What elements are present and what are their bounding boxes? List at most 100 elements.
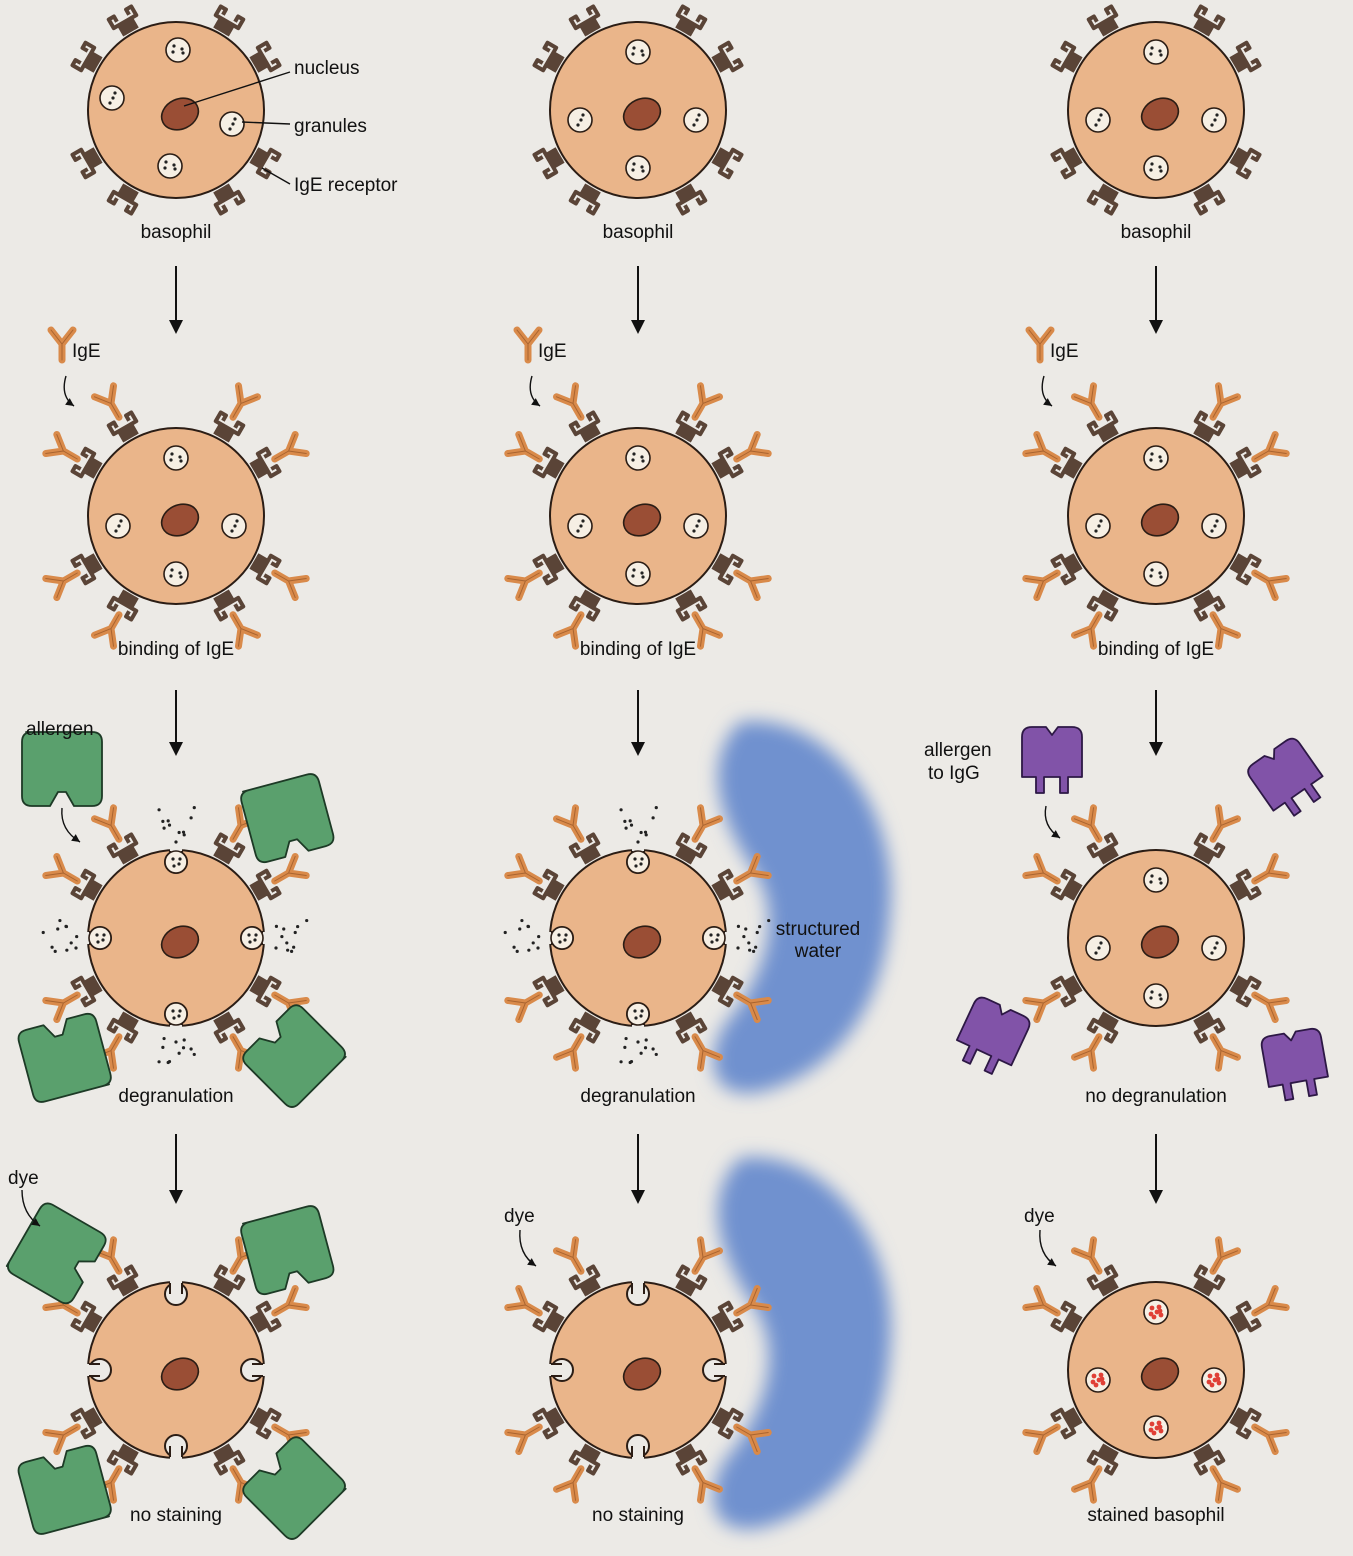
stage-label: basophil xyxy=(141,222,212,243)
granule xyxy=(106,514,130,538)
released-granule-dot xyxy=(294,931,297,934)
released-granule-dot xyxy=(189,816,192,819)
granule xyxy=(164,446,188,470)
released-granule-dot xyxy=(161,820,164,823)
ige-receptor-label: IgE receptor xyxy=(294,175,398,196)
released-granule-dot xyxy=(274,946,277,949)
granule xyxy=(684,108,708,132)
released-granule-dot xyxy=(74,946,77,949)
stage-label: basophil xyxy=(1121,222,1192,243)
stage-label: binding of IgE xyxy=(1098,639,1214,660)
granule xyxy=(626,156,650,180)
released-granule-dot xyxy=(65,925,68,928)
released-granule-dot xyxy=(174,1040,177,1043)
released-granule-dot xyxy=(636,840,639,843)
released-granule-dot xyxy=(655,1053,658,1056)
released-granule-dot xyxy=(644,1046,647,1049)
released-granule-dot xyxy=(162,827,165,830)
granule xyxy=(1144,984,1168,1008)
stage-label: stained basophil xyxy=(1087,1505,1224,1526)
released-granule-dot xyxy=(619,1060,622,1063)
released-granule-dot xyxy=(640,831,643,834)
granule xyxy=(220,112,244,136)
released-granule-dot xyxy=(290,950,293,953)
granule xyxy=(1144,868,1168,892)
released-granule-dot xyxy=(520,919,523,922)
granule xyxy=(158,154,182,178)
granule xyxy=(100,86,124,110)
ige-label-col1: IgE xyxy=(72,341,101,362)
released-granule-dot xyxy=(504,931,507,934)
released-granule-dot xyxy=(65,949,68,952)
released-granule-dot xyxy=(162,1037,165,1040)
released-granule-dot xyxy=(286,949,289,952)
released-granule-dot xyxy=(50,946,53,949)
released-granule-dot xyxy=(75,935,78,938)
granule xyxy=(222,514,246,538)
granule xyxy=(164,562,188,586)
stage-label: binding of IgE xyxy=(580,639,696,660)
released-granule-dot xyxy=(737,925,740,928)
released-granule-dot xyxy=(532,941,535,944)
dye-label-col2: dye xyxy=(504,1206,535,1227)
released-granule-dot xyxy=(292,946,295,949)
released-granule-dot xyxy=(624,827,627,830)
granule xyxy=(626,446,650,470)
dye-label-col3: dye xyxy=(1024,1206,1055,1227)
released-granule-dot xyxy=(527,949,530,952)
released-granule-dot xyxy=(624,1037,627,1040)
granule xyxy=(568,514,592,538)
structured-water-label-line1: structured xyxy=(776,919,860,940)
stage-label: degranulation xyxy=(580,1086,695,1107)
stage-label: no staining xyxy=(592,1505,684,1526)
released-granule-dot xyxy=(167,819,170,822)
released-granule-dot xyxy=(623,820,626,823)
released-granule-dot xyxy=(182,831,185,834)
stained-granule xyxy=(1144,1300,1168,1324)
released-granule-dot xyxy=(629,819,632,822)
released-granule-dot xyxy=(174,840,177,843)
released-granule-dot xyxy=(280,935,283,938)
stage-label: no staining xyxy=(130,1505,222,1526)
released-granule-dot xyxy=(630,824,633,827)
granule xyxy=(568,108,592,132)
granule xyxy=(626,562,650,586)
released-granule-dot xyxy=(70,941,73,944)
released-granule-dot xyxy=(655,806,658,809)
released-granule-dot xyxy=(157,808,160,811)
stage-label: degranulation xyxy=(118,1086,233,1107)
released-granule-dot xyxy=(767,919,770,922)
released-granule-dot xyxy=(178,1052,181,1055)
ige-label-col2: IgE xyxy=(538,341,567,362)
released-granule-dot xyxy=(537,935,540,938)
stage-label: binding of IgE xyxy=(118,639,234,660)
released-granule-dot xyxy=(629,1061,632,1064)
granule xyxy=(684,514,708,538)
released-granule-dot xyxy=(748,949,751,952)
released-granule-dot xyxy=(193,1053,196,1056)
released-granule-dot xyxy=(161,1046,164,1049)
released-granule-dot xyxy=(305,919,308,922)
granule xyxy=(1144,446,1168,470)
released-granule-dot xyxy=(282,927,285,930)
released-granule-dot xyxy=(167,1061,170,1064)
released-granule-dot xyxy=(54,950,57,953)
granule xyxy=(1086,108,1110,132)
stage-label: no degranulation xyxy=(1085,1086,1227,1107)
granule xyxy=(1144,156,1168,180)
released-granule-dot xyxy=(512,946,515,949)
nucleus-label: nucleus xyxy=(294,58,360,79)
granule xyxy=(1144,562,1168,586)
granule xyxy=(1202,514,1226,538)
released-granule-dot xyxy=(636,1040,639,1043)
released-granule-dot xyxy=(168,824,171,827)
released-granule-dot xyxy=(758,925,761,928)
ige-label-col3: IgE xyxy=(1050,341,1079,362)
released-granule-dot xyxy=(58,919,61,922)
released-granule-dot xyxy=(56,927,59,930)
released-granule-dot xyxy=(527,925,530,928)
released-granule-dot xyxy=(42,931,45,934)
granules-label: granules xyxy=(294,116,367,137)
released-granule-dot xyxy=(651,1047,654,1050)
